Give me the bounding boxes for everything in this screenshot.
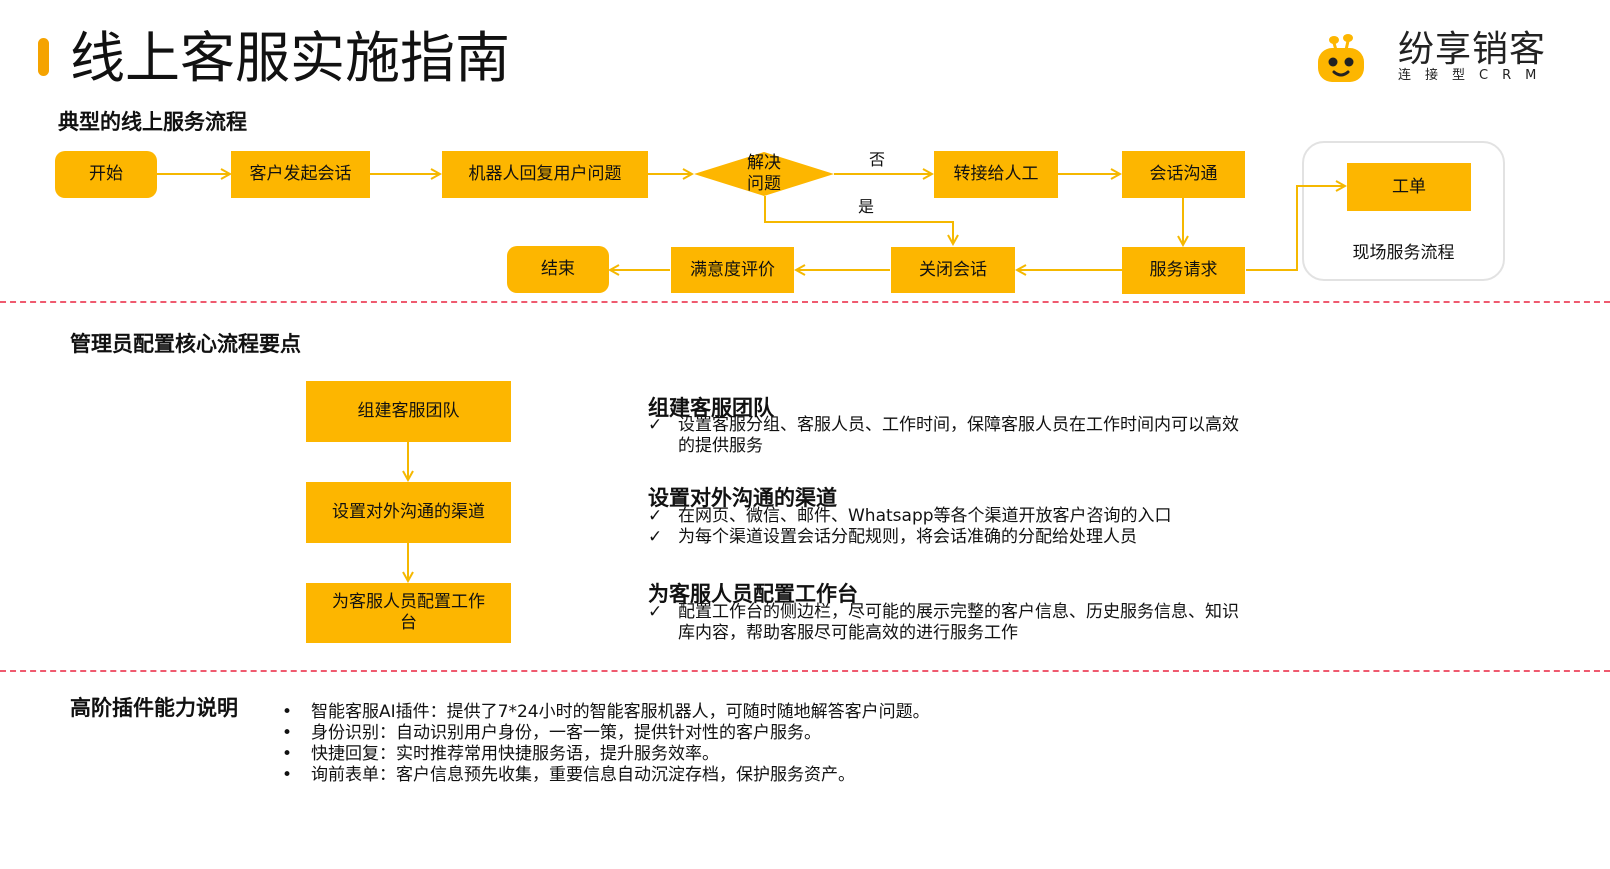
edge-label-no: 否 bbox=[869, 150, 886, 169]
list-item: • 快捷回复：实时推荐常用快捷服务语，提升服务效率。 bbox=[282, 744, 930, 765]
point-title-channels: 设置对外沟通的渠道 bbox=[648, 486, 837, 510]
step-config-workbench: 为客服人员配置工作台 bbox=[306, 583, 511, 643]
check-icon: ✓ bbox=[648, 506, 663, 526]
check-icon: ✓ bbox=[648, 527, 663, 547]
bee-logo-icon bbox=[1318, 34, 1364, 82]
point-title-workbench: 为客服人员配置工作台 bbox=[648, 582, 858, 606]
list-item: • 身份识别：自动识别用户身份，一客一策，提供针对性的客户服务。 bbox=[282, 723, 930, 744]
point-item-channels-1: 在网页、微信、邮件、Whatsapp等各个渠道开放客户咨询的入口 bbox=[678, 506, 1172, 526]
point-title-team: 组建客服团队 bbox=[648, 396, 774, 420]
node-end: 结束 bbox=[507, 246, 609, 293]
section-heading-flow: 典型的线上服务流程 bbox=[58, 110, 247, 134]
decision-diamond bbox=[694, 152, 834, 196]
check-icon: ✓ bbox=[648, 415, 663, 435]
plugin-item-pre-form: 询前表单：客户信息预先收集，重要信息自动沉淀存档，保护服务资产。 bbox=[311, 765, 855, 785]
brand-name: 纷享销客 bbox=[1398, 29, 1547, 70]
node-communication: 会话沟通 bbox=[1122, 151, 1245, 198]
page-title: 线上客服实施指南 bbox=[70, 26, 511, 90]
section-divider-1 bbox=[0, 301, 1610, 303]
plugin-list: • 智能客服AI插件：提供了7*24小时的智能客服机器人，可随时随地解答客户问题。… bbox=[282, 702, 930, 786]
section-divider-2 bbox=[0, 670, 1610, 672]
list-item: • 询前表单：客户信息预先收集，重要信息自动沉淀存档，保护服务资产。 bbox=[282, 765, 930, 786]
bullet-icon: • bbox=[282, 702, 293, 722]
point-item-workbench-1: 配置工作台的侧边栏，尽可能的展示完整的客户信息、历史服务信息、知识库内容，帮助客… bbox=[678, 602, 1239, 643]
node-work-order: 工单 bbox=[1347, 163, 1471, 211]
brand-tagline: 连接型CRM bbox=[1398, 68, 1551, 83]
node-decision: 解决问题 bbox=[747, 153, 781, 194]
section-heading-plugins: 高阶插件能力说明 bbox=[70, 696, 238, 720]
bullet-icon: • bbox=[282, 744, 293, 764]
node-satisfaction: 满意度评价 bbox=[671, 247, 794, 293]
section-heading-config: 管理员配置核心流程要点 bbox=[70, 332, 301, 356]
step-build-team: 组建客服团队 bbox=[306, 381, 511, 442]
bullet-icon: • bbox=[282, 765, 293, 785]
list-item: • 智能客服AI插件：提供了7*24小时的智能客服机器人，可随时随地解答客户问题。 bbox=[282, 702, 930, 723]
plugin-item-quick-reply: 快捷回复：实时推荐常用快捷服务语，提升服务效率。 bbox=[311, 744, 719, 764]
check-icon: ✓ bbox=[648, 602, 663, 622]
bullet-icon: • bbox=[282, 723, 293, 743]
edge-request-to-workorder bbox=[1246, 186, 1345, 271]
plugin-item-identity: 身份识别：自动识别用户身份，一客一策，提供针对性的客户服务。 bbox=[311, 723, 821, 743]
node-service-request: 服务请求 bbox=[1122, 247, 1245, 294]
onsite-flow-label: 现场服务流程 bbox=[1352, 243, 1455, 263]
edge-decision-to-close bbox=[764, 196, 953, 244]
point-item-channels-2: 为每个渠道设置会话分配规则，将会话准确的分配给处理人员 bbox=[678, 527, 1137, 547]
node-start: 开始 bbox=[55, 151, 157, 198]
point-item-team-1: 设置客服分组、客服人员、工作时间，保障客服人员在工作时间内可以高效的提供服务 bbox=[678, 415, 1239, 456]
title-accent-bar bbox=[38, 38, 49, 76]
node-transfer: 转接给人工 bbox=[934, 151, 1058, 198]
step-set-channels: 设置对外沟通的渠道 bbox=[306, 482, 511, 543]
node-robot-reply: 机器人回复用户问题 bbox=[442, 151, 648, 198]
plugin-item-ai: 智能客服AI插件：提供了7*24小时的智能客服机器人，可随时随地解答客户问题。 bbox=[311, 702, 930, 722]
node-close-session: 关闭会话 bbox=[891, 247, 1015, 293]
edge-label-yes: 是 bbox=[858, 197, 875, 216]
node-customer-session: 客户发起会话 bbox=[231, 151, 370, 198]
